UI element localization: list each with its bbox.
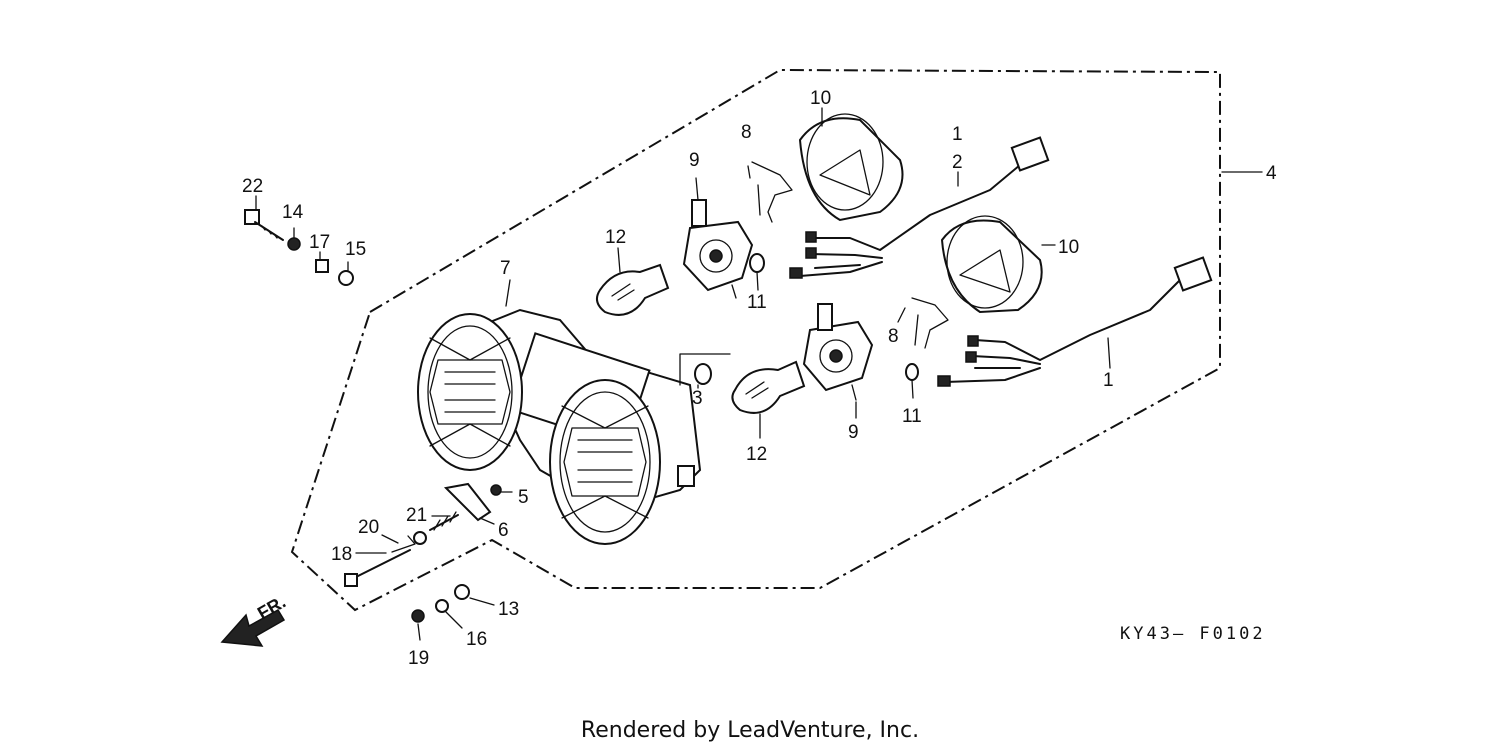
callout-5: 5: [518, 487, 529, 508]
bolt-upper-left: [244, 209, 354, 286]
bulb-upper: [595, 263, 670, 316]
callout-4: 4: [1266, 163, 1277, 184]
socket-lower: [802, 303, 874, 401]
callout-9-upper: 9: [689, 150, 700, 171]
callout-1-lower: 1: [1103, 370, 1114, 391]
callout-8-upper: 8: [741, 122, 752, 143]
gasket-lower: [911, 297, 949, 349]
callout-16: 16: [466, 629, 487, 650]
callout-8-lower: 8: [888, 326, 899, 347]
harness-lower: [937, 256, 1213, 387]
front-arrow: [220, 608, 286, 647]
callout-2: 2: [952, 152, 963, 173]
callout-21: 21: [406, 505, 427, 526]
mount-hardware: [344, 482, 502, 623]
callout-20: 20: [358, 517, 379, 538]
cover-upper: [798, 113, 904, 222]
callout-14: 14: [282, 202, 304, 223]
callout-12-lower: 12: [746, 444, 767, 465]
callout-10-upper: 10: [810, 88, 831, 109]
leader-7: [505, 279, 511, 307]
callout-9-lower: 9: [848, 422, 859, 443]
harness-upper: [789, 136, 1050, 279]
callout-1-upper: 1: [952, 124, 963, 145]
leader-lines: [255, 107, 1111, 641]
gasket-upper: [751, 161, 793, 223]
callout-18: 18: [331, 544, 352, 565]
headlight-housing: [417, 308, 702, 545]
callout-7: 7: [500, 258, 511, 279]
callout-3: 3: [692, 388, 703, 409]
callout-11-upper: 11: [747, 292, 767, 313]
callout-12-upper: 12: [605, 227, 626, 248]
callout-15: 15: [345, 239, 366, 260]
drawing-code: KY43— F0102: [1120, 624, 1266, 644]
left-lens: [417, 313, 523, 471]
callout-10-lower: 10: [1058, 237, 1079, 258]
plug-upper: [749, 253, 765, 273]
plug-lower: [905, 363, 919, 381]
callout-6: 6: [498, 520, 509, 541]
callout-13: 13: [498, 599, 519, 620]
callout-22: 22: [242, 176, 263, 197]
assembly-boundary: [290, 68, 1221, 612]
right-lens: [549, 379, 661, 545]
callout-19: 19: [408, 648, 429, 669]
callout-17: 17: [309, 232, 330, 253]
socket-upper: [682, 199, 754, 299]
cover-lower: [940, 215, 1043, 314]
bulb-lower: [731, 360, 806, 414]
clip-part: [679, 353, 731, 386]
callout-11-lower: 11: [902, 406, 922, 427]
footer-credit: Rendered by LeadVenture, Inc.: [581, 718, 919, 743]
